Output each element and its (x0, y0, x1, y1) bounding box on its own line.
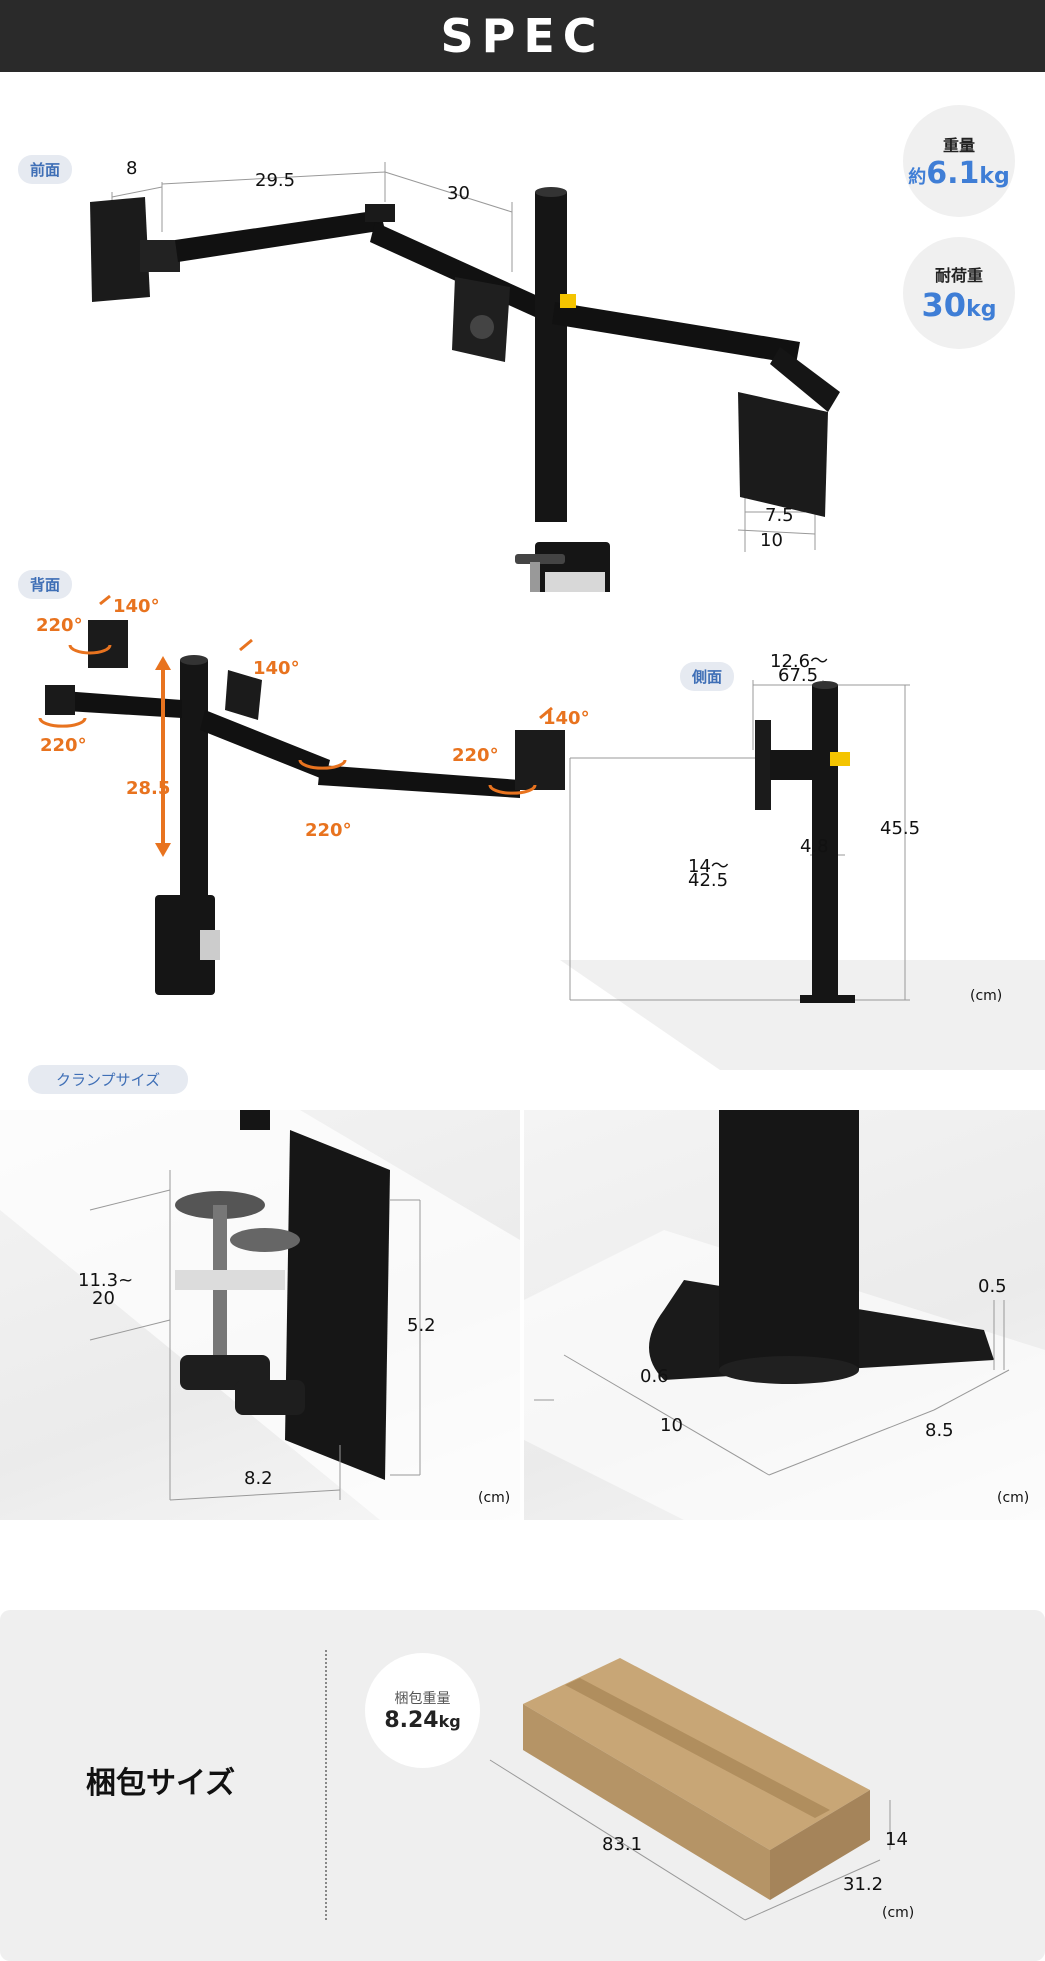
side-depth-top: 12.6〜 (770, 651, 829, 672)
load-badge: 耐荷重 30kg (903, 237, 1015, 349)
front-dim-8: 8 (126, 158, 138, 179)
clamp-plate-height: 5.2 (407, 1315, 436, 1336)
side-height: 45.5 (880, 818, 921, 839)
header-title: SPEC (440, 9, 605, 63)
back-angle-220-b: 220° (40, 735, 87, 756)
weight-label: 重量 (942, 135, 975, 155)
package-weight-badge: 梱包重量 8.24kg (365, 1653, 480, 1768)
load-label: 耐荷重 (934, 266, 983, 285)
front-dim-30: 30 (447, 183, 470, 204)
package-box-illustration (489, 1658, 891, 1921)
side-view-label: 側面 (680, 662, 735, 691)
weight-badge: 重量 約6.1kg (903, 105, 1015, 217)
base-illustration (524, 1110, 1045, 1520)
side-unit: (cm) (970, 988, 1003, 1004)
side-depth-bottom: 67.5 (778, 665, 819, 686)
package-title: 梱包サイズ (86, 1766, 236, 1801)
package-weight-label: 梱包重量 (394, 1691, 451, 1707)
clamp-depth: 8.2 (244, 1468, 273, 1489)
clamp-range-bottom: 20 (92, 1288, 115, 1309)
clamp-size-label: クランプサイズ (28, 1065, 189, 1094)
package-weight-value: 8.24 (384, 1708, 439, 1733)
package-width: 31.2 (843, 1874, 884, 1895)
package-height: 14 (885, 1829, 908, 1850)
back-angle-220-a: 220° (36, 615, 83, 636)
side-view-illustration (560, 680, 1045, 1070)
back-angle-140-c: 140° (543, 708, 590, 729)
package-length: 83.1 (602, 1834, 643, 1855)
load-unit: kg (966, 297, 997, 322)
base-width-8-5: 8.5 (925, 1420, 954, 1441)
weight-unit: kg (979, 163, 1010, 189)
base-unit: (cm) (997, 1490, 1030, 1506)
front-dim-29-5: 29.5 (255, 170, 296, 191)
back-angle-220-c: 220° (452, 745, 499, 766)
package-divider (325, 1650, 327, 1920)
front-dim-7-5: 7.5 (765, 505, 794, 526)
back-view-illustration (38, 594, 565, 995)
back-view-label: 背面 (18, 570, 73, 599)
base-length-10: 10 (660, 1415, 683, 1436)
package-section (0, 1610, 1045, 1961)
clamp-unit: (cm) (478, 1490, 511, 1506)
back-angle-140-a: 140° (113, 596, 160, 617)
back-height-28-5: 28.5 (126, 778, 171, 799)
front-dim-10: 10 (760, 530, 783, 551)
base-plate-offset: 0.6 (640, 1366, 669, 1387)
spec-header: SPEC (0, 0, 1045, 72)
front-view-label: 前面 (18, 155, 73, 184)
load-value: 30 (921, 286, 967, 324)
base-thickness: 0.5 (978, 1276, 1007, 1297)
side-arm-bottom: 42.5 (688, 870, 729, 891)
weight-prefix: 約 (908, 166, 927, 188)
package-unit: (cm) (882, 1905, 915, 1921)
clamp-illustration (0, 1110, 520, 1520)
side-arm-top: 14〜 (688, 856, 729, 877)
package-weight-unit: kg (438, 1712, 461, 1731)
front-view-illustration (90, 162, 840, 592)
back-angle-140-b: 140° (253, 658, 300, 679)
clamp-range-top: 11.3~ (78, 1270, 134, 1291)
weight-value: 6.1 (926, 155, 980, 191)
side-pole: 4.8 (800, 836, 829, 857)
back-angle-220-d: 220° (305, 820, 352, 841)
